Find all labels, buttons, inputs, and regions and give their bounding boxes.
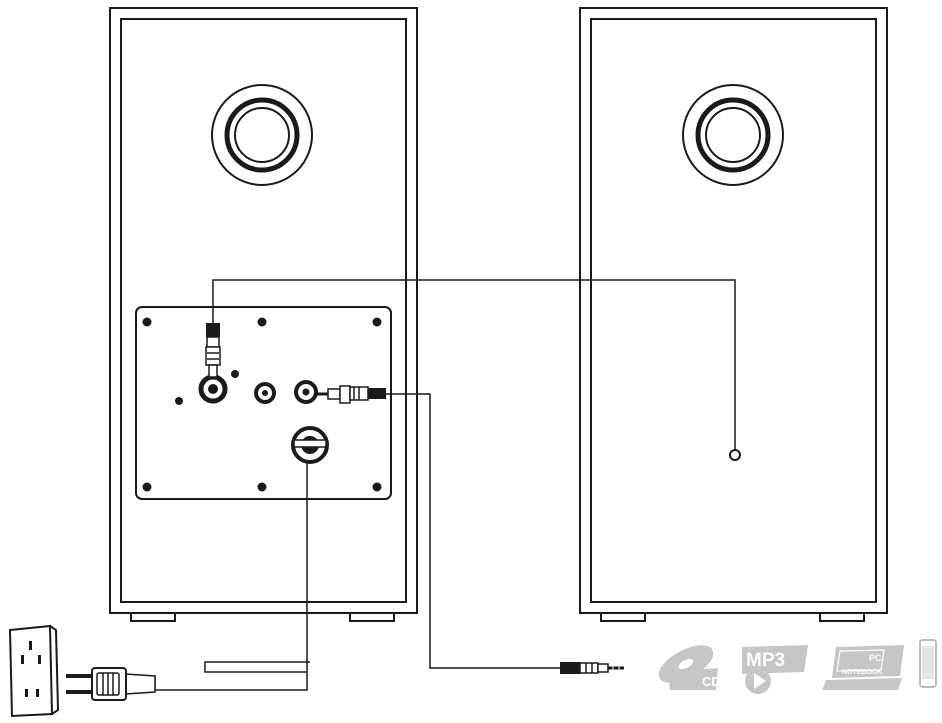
plug-strain-relief xyxy=(124,673,156,695)
audio-input-plug xyxy=(314,385,386,404)
panel-screw xyxy=(142,317,152,327)
audio-cable xyxy=(386,393,560,669)
panel-screw xyxy=(257,317,267,327)
notebook-label: NOTEBOOK xyxy=(842,669,882,676)
outlet-slot xyxy=(25,689,28,697)
rear-panel-plate xyxy=(135,306,392,500)
pc-notebook-source-icon: PC NOTEBOOK xyxy=(822,645,904,690)
speaker-wire-plug xyxy=(205,323,221,378)
right-speaker xyxy=(579,7,888,622)
phone-source-icon xyxy=(919,639,937,688)
outlet-slot xyxy=(38,655,41,664)
play-icon xyxy=(754,673,766,689)
outlet-slot xyxy=(29,641,32,650)
source-3.5mm-plug xyxy=(560,662,624,674)
right-speaker-foot-left xyxy=(600,612,646,622)
speaker-output-jack xyxy=(198,374,228,404)
power-cord xyxy=(124,462,310,695)
right-speaker-outer-cabinet xyxy=(579,7,888,614)
wall-outlet xyxy=(8,624,60,718)
panel-screw xyxy=(372,317,382,327)
pc-label: PC xyxy=(869,653,882,663)
panel-screw xyxy=(372,482,382,492)
audio-input-jack xyxy=(294,380,318,404)
left-speaker-outer-cabinet xyxy=(109,7,418,614)
panel-screw xyxy=(175,397,183,405)
right-speaker-input-terminal xyxy=(729,449,741,461)
left-speaker-foot-left xyxy=(130,612,176,622)
left-speaker xyxy=(109,7,418,622)
panel-screw xyxy=(142,482,152,492)
right-tweeter xyxy=(682,84,784,186)
cd-source-icon: CD xyxy=(658,645,721,690)
left-speaker-inner-panel xyxy=(120,18,407,603)
mp3-source-icon: MP3 xyxy=(742,645,808,694)
mp3-label: MP3 xyxy=(746,650,785,671)
power-cord-grommet xyxy=(291,426,329,464)
left-speaker-foot-right xyxy=(349,612,395,622)
rear-panel xyxy=(135,306,392,500)
speaker-wire xyxy=(212,279,736,450)
panel-screw xyxy=(231,370,239,378)
cd-label: CD xyxy=(702,674,721,689)
right-speaker-inner-panel xyxy=(590,18,877,603)
right-speaker-foot-right xyxy=(819,612,865,622)
outlet-slot xyxy=(36,689,39,697)
panel-screw xyxy=(257,482,267,492)
left-tweeter xyxy=(211,84,313,186)
power-plug xyxy=(66,667,127,701)
volume-knob xyxy=(254,382,276,404)
outlet-slot xyxy=(21,655,24,664)
